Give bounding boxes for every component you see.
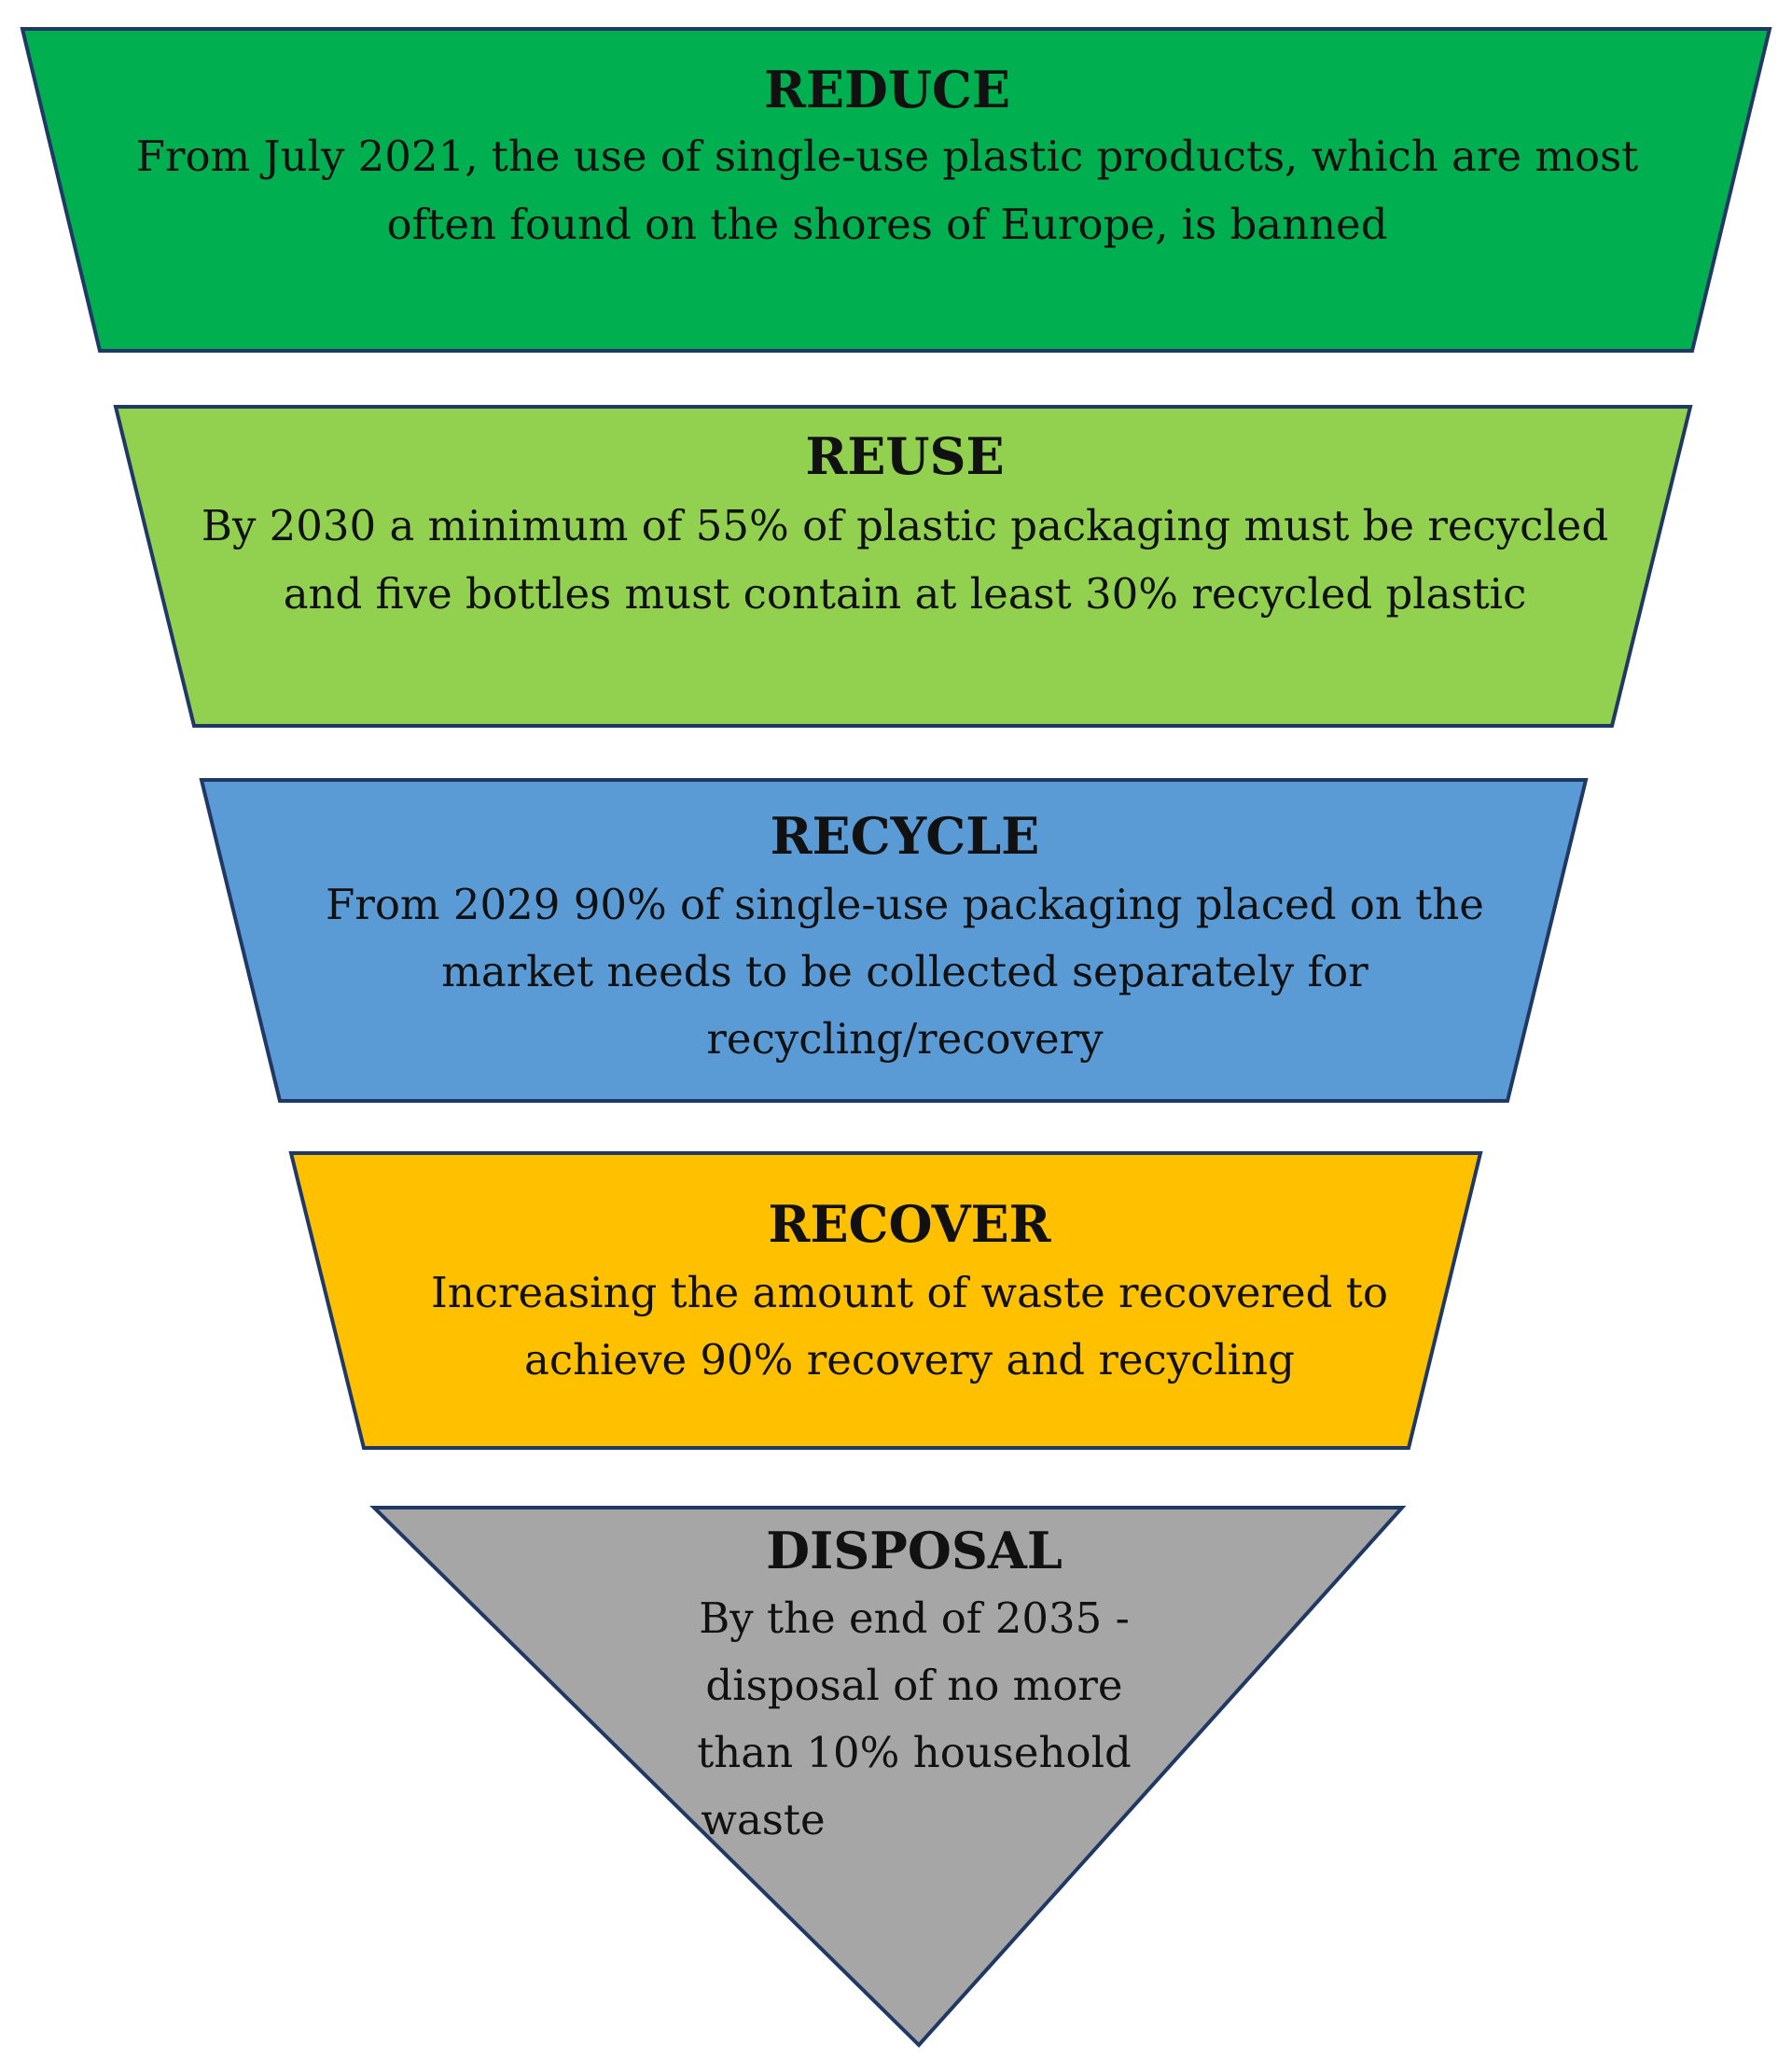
tier-recycle-line-2: market needs to be collected separately … (441, 947, 1368, 996)
tier-disposal-line-3: than 10% household (697, 1728, 1132, 1777)
tier-reuse-title: REUSE (805, 426, 1004, 486)
tier-recover: RECOVER Increasing the amount of waste r… (288, 1151, 1483, 1450)
tier-reduce-line-2: often found on the shores of Europe, is … (386, 200, 1387, 249)
tier-disposal-line-1: By the end of 2035 - (699, 1593, 1130, 1643)
tier-reduce-shape (20, 27, 1772, 353)
tier-recycle-line-1: From 2029 90% of single-use packaging pl… (326, 880, 1484, 929)
tier-reduce: REDUCE From July 2021, the use of single… (20, 27, 1772, 353)
tier-reuse-line-1: By 2030 a minimum of 55% of plastic pack… (201, 501, 1608, 550)
tier-recycle-line-3: recycling/recovery (706, 1014, 1104, 1064)
tier-reuse-line-2: and five bottles must contain at least 3… (284, 569, 1527, 619)
tier-reduce-title: REDUCE (764, 60, 1010, 119)
tier-disposal-shape (369, 1506, 1407, 2048)
tier-reuse: REUSE By 2030 a minimum of 55% of plasti… (113, 405, 1693, 728)
tier-recover-line-2: achieve 90% recovery and recycling (524, 1335, 1295, 1384)
tier-recover-shape (288, 1151, 1483, 1450)
tier-recycle-shape (199, 778, 1589, 1103)
tier-disposal-title: DISPOSAL (766, 1521, 1063, 1580)
tier-disposal-line-4: waste (701, 1795, 825, 1844)
tier-recover-line-1: Increasing the amount of waste recovered… (431, 1268, 1388, 1317)
tier-recover-title: RECOVER (768, 1194, 1051, 1254)
tier-reduce-line-1: From July 2021, the use of single-use pl… (136, 132, 1639, 181)
tier-disposal-line-2: disposal of no more (705, 1661, 1122, 1710)
tier-recycle: RECYCLE From 2029 90% of single-use pack… (199, 778, 1589, 1103)
tier-disposal: DISPOSAL By the end of 2035 - disposal o… (369, 1506, 1407, 2048)
tier-recycle-title: RECYCLE (771, 806, 1040, 866)
tier-reuse-shape (113, 405, 1693, 728)
